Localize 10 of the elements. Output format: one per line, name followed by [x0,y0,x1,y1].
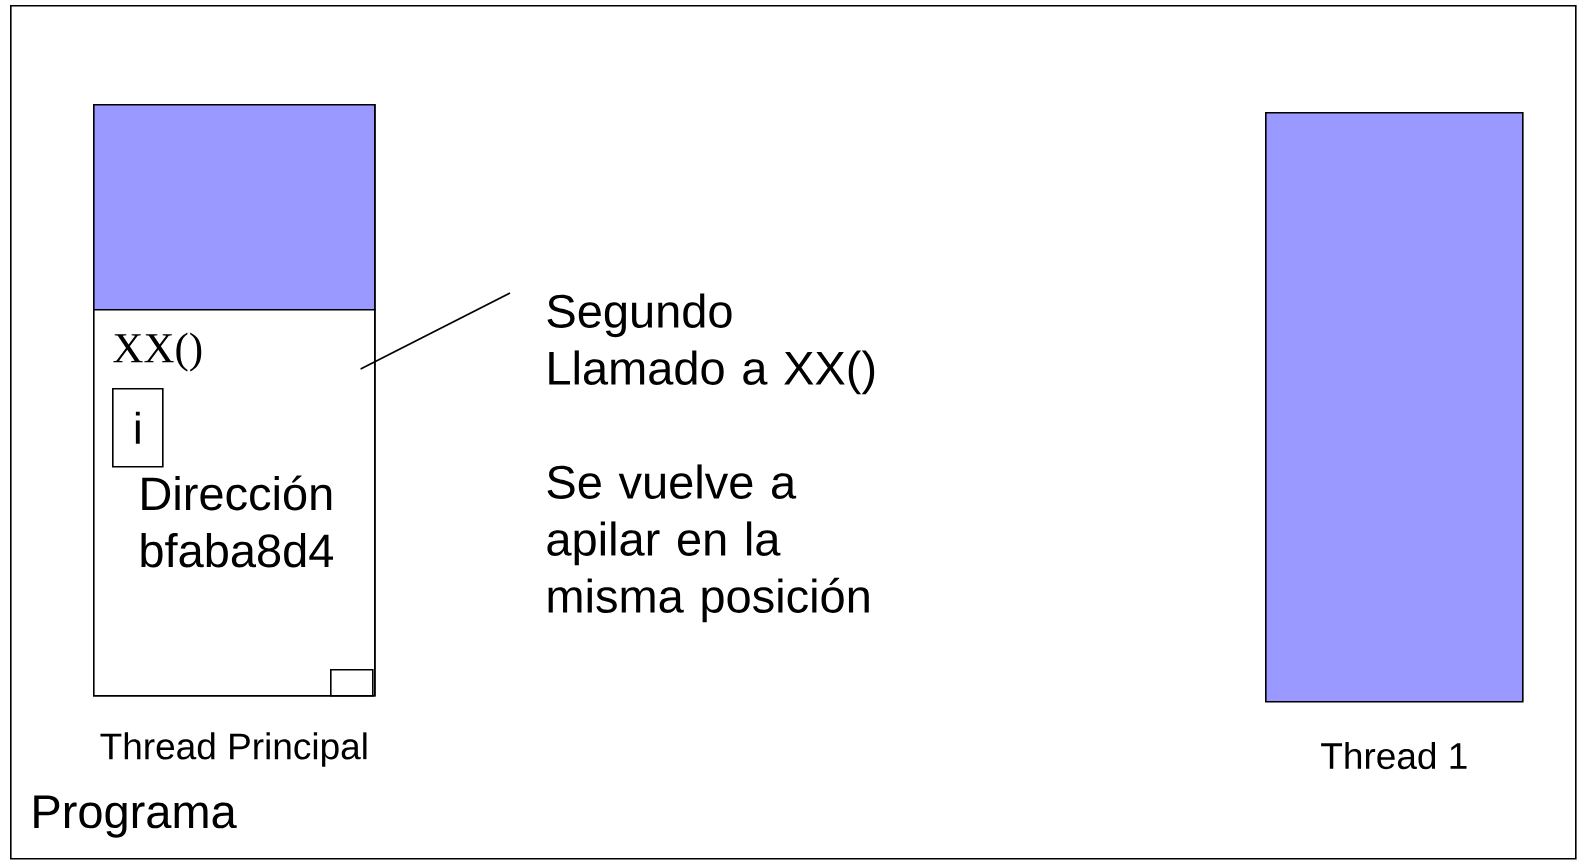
program-label: Programa [34,795,237,838]
callout-text: Segundo Llamado a XX() Se vuelve a apilar en la misma posición [547,293,875,623]
function-label: XX() [113,332,202,372]
stack-band [93,104,376,311]
variable-label: i [135,411,140,444]
address-text: Dirección bfaba8d4 [141,475,333,568]
leader-line [359,292,511,370]
stack-caption: Thread 1 [1321,742,1467,770]
small-box [330,669,374,697]
stack-caption: Thread Principal [100,732,367,767]
